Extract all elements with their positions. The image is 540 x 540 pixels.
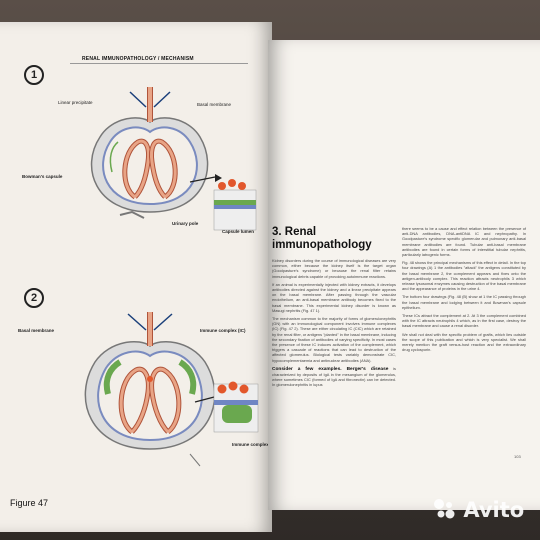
column-2: there seems to be a cause and effect rel…: [402, 226, 526, 355]
basal-membrane-1: [102, 126, 198, 206]
capillary-loop-2a-fill: [119, 367, 150, 434]
glomerulus-diagram-2: [84, 312, 259, 467]
cell-2c: [239, 384, 249, 394]
cell-1b: [228, 179, 236, 187]
capillary-loop-1a-fill: [123, 139, 150, 199]
label-basal-membrane-2: Basal membrane: [18, 328, 55, 333]
col2-paragraph-3: The bottom four drawings (Fig. 48 (B) sh…: [402, 294, 526, 310]
col2-paragraph-4: These ICs attract the complement at 2. A…: [402, 313, 526, 329]
panel-1-number: 1: [24, 65, 44, 85]
panel-2-number: 2: [24, 288, 44, 308]
inset-blue-layer-1: [214, 205, 256, 209]
col1-paragraph-2: If an animal is experimentally injected …: [272, 281, 396, 313]
avito-watermark-text: Avito: [463, 498, 525, 522]
avito-watermark: Avito: [432, 498, 524, 522]
label-immune-complex: Immune complex (IC): [200, 328, 246, 333]
section-heading-line1: 3. Renal: [272, 226, 317, 238]
arrow-in-2: [127, 313, 147, 331]
immune-deposit-2a: [103, 359, 122, 395]
right-page: 3. Renal immunopathology Kidney disorder…: [268, 40, 540, 510]
col1-paragraph-3: The mechanism common to the majority of …: [272, 316, 396, 363]
arrow-out-1: [153, 91, 171, 108]
section-heading-line2: immunopathology: [272, 239, 372, 251]
left-page: RENAL IMMUNOPATHOLOGY / MECHANISM 1 Line…: [0, 22, 272, 532]
column-1: Kidney disorders during the course of im…: [272, 258, 396, 391]
label-bowmans-capsule: Bowman's capsule: [22, 174, 63, 179]
cell-1a: [218, 182, 226, 190]
inset-blue-layer-2: [214, 400, 258, 405]
glomerulus-diagram-1: [90, 87, 257, 231]
cell-1c: [238, 182, 246, 190]
consider-rest: is characterized by deposits of IgA in t…: [272, 365, 396, 388]
arrow-out-2: [153, 313, 173, 331]
inset-green-deposit-2: [222, 405, 252, 423]
col2-paragraph-1: there seems to be a cause and effect rel…: [402, 226, 526, 258]
col1-paragraph-1: Kidney disorders during the course of im…: [272, 258, 396, 279]
page-number: 103: [514, 454, 521, 459]
figure-label: Figure 47: [10, 498, 49, 508]
signature-mark: [189, 453, 201, 467]
label-linear-precipitate: Linear precipitate: [58, 100, 93, 105]
inset-green-layer-1: [214, 200, 256, 205]
capillary-loop-2b-fill: [150, 367, 181, 434]
immune-deposit-2b: [178, 359, 197, 395]
cell-2-center: [147, 376, 153, 382]
linear-precipitate-1: [109, 141, 119, 173]
left-page-header: RENAL IMMUNOPATHOLOGY / MECHANISM: [82, 56, 194, 62]
cell-2a: [217, 384, 227, 394]
col2-paragraph-5: We shall not deal with the specific prob…: [402, 331, 526, 353]
urinary-pole-1: [119, 210, 145, 219]
col2-paragraph-2: Fig. 48 shows the principal mechanisms o…: [402, 260, 526, 292]
avito-logo-icon: [434, 499, 455, 519]
inset-arrowhead-1: [215, 174, 222, 182]
label-capsule-lumen: Capsule lumen: [222, 229, 255, 234]
capillary-loop-1b-fill: [150, 139, 177, 199]
consider-lead: Consider a few examples. Berger's diseas…: [272, 366, 389, 372]
header-rule: [70, 63, 248, 64]
label-urinary-pole: Urinary pole: [172, 221, 199, 226]
inset-pointer-1: [189, 176, 216, 183]
arrow-in-1: [129, 91, 147, 108]
cell-2b: [228, 381, 238, 391]
label-immune-complex-2: Immune complex: [232, 442, 269, 447]
inset-box-1: [213, 189, 257, 231]
label-basal-membrane-1: Basal membrane: [197, 102, 232, 107]
